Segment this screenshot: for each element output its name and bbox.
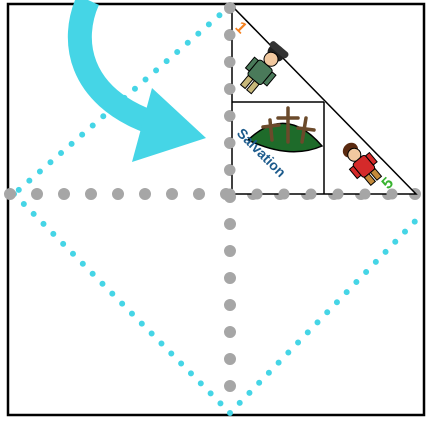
paper-outline — [8, 4, 424, 415]
